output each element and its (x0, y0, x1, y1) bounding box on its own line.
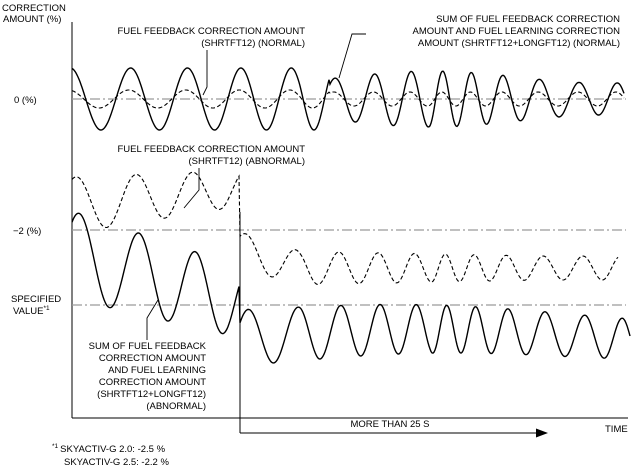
footnote-marker: *1 (52, 443, 59, 450)
callout-abnormal-short-line-1: FUEL FEEDBACK CORRECTION AMOUNT (117, 144, 305, 155)
callout-normal-sum-line-1: SUM OF FUEL FEEDBACK CORRECTION (436, 14, 620, 25)
normal-sum-waveform (71, 67, 625, 131)
specified-value-superscript: *1 (43, 305, 50, 312)
callout-normal-sum-leader (338, 33, 366, 79)
callout-abnormal-short-line-2: (SHRTFT12) (ABNORMAL) (189, 156, 305, 167)
duration-label: MORE THAN 25 S (350, 419, 429, 430)
footnote-text-1: SKYACTIV-G 2.0: -2.5 % (60, 444, 165, 455)
callout-abnormal-sum-line-6: (ABNORMAL) (146, 401, 206, 412)
callout-abnormal-sum-line-5: (SHRTFT12+LONGFT12) (97, 389, 206, 400)
callout-normal-sum-line-2: AMOUNT AND FUEL LEARNING CORRECTION (413, 26, 621, 37)
callout-normal-sum-line-3: AMOUNT (SHRTFT12+LONGFT12) (NORMAL) (418, 38, 620, 49)
callout-normal-short-leader (202, 50, 208, 96)
footnote-line-2: SKYACTIV-G 2.5: -2.2 % (64, 457, 169, 467)
callout-normal-short-line-2: (SHRTFT12) (NORMAL) (201, 38, 305, 49)
y-axis-label-line-2: AMOUNT (%) (3, 14, 61, 25)
abnormal-short-term-waveform (71, 171, 619, 285)
callout-abnormal-sum: SUM OF FUEL FEEDBACK CORRECTION AMOUNT A… (89, 341, 207, 412)
x-axis-label: TIME (605, 424, 628, 435)
abnormal-sum-waveform (71, 212, 631, 364)
normal-short-term-waveform (71, 89, 625, 109)
callout-abnormal-sum-line-2: CORRECTION AMOUNT (99, 353, 206, 364)
callout-normal-sum: SUM OF FUEL FEEDBACK CORRECTION AMOUNT A… (413, 14, 621, 49)
specified-value-label: SPECIFIED (11, 294, 61, 305)
specified-value-label-sub: VALUE*1 (13, 305, 50, 317)
callout-abnormal-short: FUEL FEEDBACK CORRECTION AMOUNT (SHRTFT1… (117, 144, 305, 167)
callout-normal-short-line-1: FUEL FEEDBACK CORRECTION AMOUNT (117, 26, 305, 37)
callout-abnormal-sum-leader (146, 299, 159, 340)
callout-abnormal-sum-line-3: AND FUEL LEARNING (108, 365, 206, 376)
callout-abnormal-sum-line-1: SUM OF FUEL FEEDBACK (89, 341, 207, 352)
callout-abnormal-short-leader (183, 168, 200, 209)
y-axis-label-line-1: CORRECTION (2, 3, 66, 14)
minus2-level-label: −2 (%) (13, 226, 41, 237)
zero-level-label: 0 (%) (14, 95, 37, 106)
callout-abnormal-sum-line-4: CORRECTION AMOUNT (99, 377, 206, 388)
callout-normal-short: FUEL FEEDBACK CORRECTION AMOUNT (SHRTFT1… (117, 26, 305, 49)
duration-arrow-head-icon (536, 428, 548, 438)
specified-value-word: VALUE (13, 306, 43, 317)
